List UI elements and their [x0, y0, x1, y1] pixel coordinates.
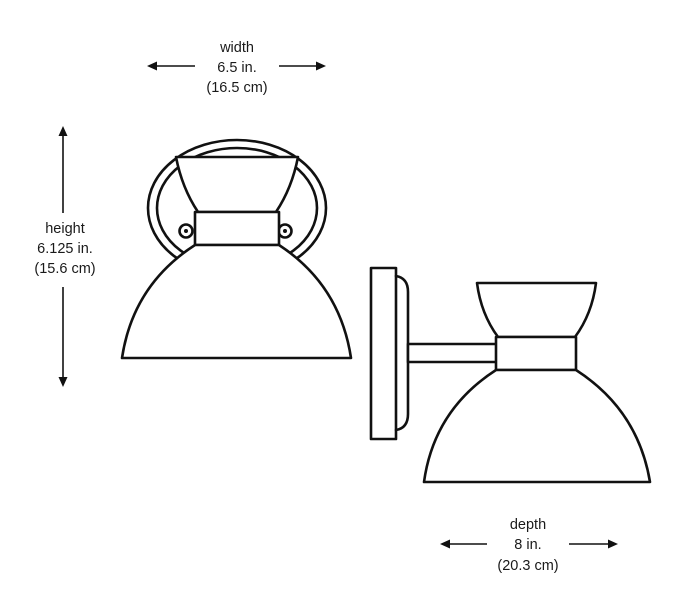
depth-imperial: 8 in.	[514, 537, 541, 553]
front-dome-shade	[120, 243, 353, 360]
front-right-screw	[277, 223, 293, 239]
side-upper-cup	[475, 281, 598, 339]
height-metric: (15.6 cm)	[34, 261, 95, 277]
side-arm	[406, 342, 500, 364]
depth-metric: (20.3 cm)	[497, 558, 558, 574]
width-label: width	[219, 40, 254, 56]
depth-label: depth	[510, 517, 546, 533]
width-imperial: 6.5 in.	[217, 60, 257, 76]
side-dome-shade	[422, 368, 652, 484]
width-metric: (16.5 cm)	[206, 80, 267, 96]
height-arrow-down	[58, 287, 68, 387]
front-upper-cup	[174, 155, 300, 214]
side-collar	[494, 335, 578, 372]
height-label: height	[45, 221, 85, 237]
width-arrow-right	[279, 61, 326, 71]
front-collar	[193, 210, 281, 247]
height-imperial: 6.125 in.	[37, 241, 93, 257]
depth-arrow-right	[569, 539, 618, 549]
side-view-sconce	[369, 266, 652, 484]
side-wall-plate	[369, 266, 398, 441]
front-view-sconce	[120, 138, 353, 360]
height-dimension: height 6.125 in. (15.6 cm)	[34, 126, 96, 387]
width-dimension: width 6.5 in. (16.5 cm)	[147, 40, 326, 96]
depth-arrow-left	[440, 539, 487, 549]
front-left-screw	[178, 223, 194, 239]
side-plate-edge	[394, 274, 410, 432]
depth-dimension: depth 8 in. (20.3 cm)	[440, 517, 618, 574]
height-arrow-up	[58, 126, 68, 213]
width-arrow-left	[147, 61, 195, 71]
